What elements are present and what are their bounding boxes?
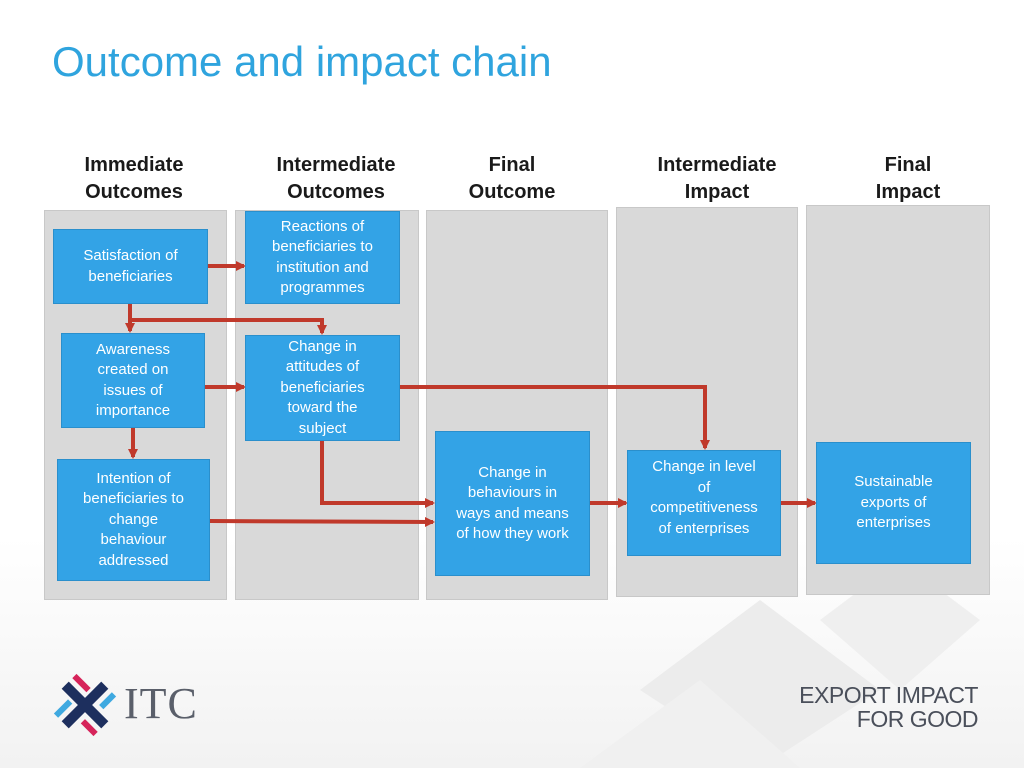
box-sustainable-exports: Sustainable exports of enterprises	[816, 442, 971, 564]
arrow-intention-to-behaviours	[209, 516, 435, 527]
itc-logo-text: ITC	[124, 679, 198, 728]
column-header-intermediate-outcomes: Intermediate Outcomes	[276, 154, 396, 203]
box-change-in-attitudes: Change in attitudes of beneficiaries tow…	[245, 335, 400, 441]
arrow-attitudes-to-competitiveness	[400, 385, 710, 450]
box-change-in-behaviours: Change in behaviours in ways and means o…	[435, 431, 590, 576]
itc-logo-icon	[53, 673, 117, 737]
box-reactions-of-beneficiaries: Reactions of beneficiaries to institutio…	[245, 211, 400, 304]
arrow-satisfaction-to-attitudes	[130, 318, 327, 335]
page-title: Outcome and impact chain	[52, 38, 552, 85]
tagline-line-1: EXPORT IMPACT	[799, 682, 978, 708]
tagline-line-2: FOR GOOD	[856, 706, 979, 732]
box-satisfaction-of-beneficiaries: Satisfaction of beneficiaries	[53, 229, 208, 304]
column-header-final-impact: Final Impact	[875, 154, 941, 203]
box-change-in-competitiveness: Change in level of competitiveness of en…	[627, 450, 781, 556]
column-header-final-outcome: Final Outcome	[468, 154, 556, 203]
column-header-intermediate-impact: Intermediate Impact	[657, 154, 777, 203]
arrow-attitudes-to-behaviours	[320, 441, 435, 508]
box-awareness-created: Awareness created on issues of importanc…	[61, 333, 205, 428]
column-header-immediate-outcomes: Immediate Outcomes	[84, 154, 184, 203]
box-intention-to-change-behaviour: Intention of beneficiaries to change beh…	[57, 459, 210, 581]
